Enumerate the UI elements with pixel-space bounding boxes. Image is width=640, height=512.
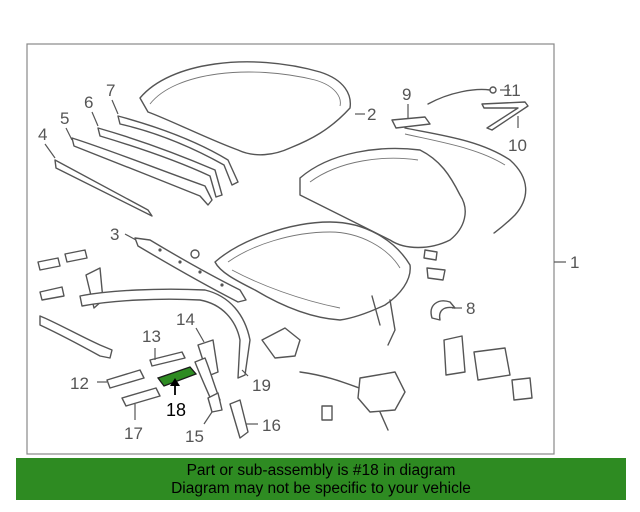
part-9-clip	[391, 116, 431, 129]
part-soft-top-cover	[299, 127, 527, 249]
part-11-rail	[427, 86, 497, 105]
pump-units	[443, 335, 533, 401]
callout-14: 14	[176, 310, 195, 329]
callout-8: 8	[466, 299, 475, 318]
part-16	[229, 399, 249, 439]
part-7-strip	[117, 115, 239, 186]
part-5-strip	[71, 137, 213, 206]
part-6-strip	[97, 127, 223, 198]
leaders	[44, 89, 519, 425]
small-parts-left	[37, 249, 251, 379]
callout-18: 18	[166, 400, 186, 420]
banner-line-1: Part or sub-assembly is #18 in diagram	[186, 462, 456, 479]
callout-16: 16	[262, 416, 281, 435]
part-2-top-panel	[139, 61, 352, 156]
parts-diagram: 1 2 3 4 5 6 7 8 9 10 11 12 13 14 15 16 1…	[26, 43, 579, 455]
part-15	[207, 392, 223, 413]
part-12	[106, 369, 145, 389]
small-bracket	[423, 249, 438, 261]
callout-3: 3	[110, 225, 119, 244]
grommet	[190, 249, 200, 259]
callout-2: 2	[367, 105, 376, 124]
callout-15: 15	[185, 427, 204, 446]
callout-11: 11	[503, 81, 521, 100]
arrow-18	[170, 378, 180, 386]
callout-1: 1	[570, 253, 579, 272]
callout-17: 17	[124, 424, 143, 443]
part-3-bow	[134, 237, 247, 303]
latch-piece	[426, 267, 446, 281]
part-13	[149, 351, 186, 367]
callout-6: 6	[84, 93, 93, 112]
callout-5: 5	[60, 109, 69, 128]
part-10-rod	[481, 101, 529, 131]
banner-line-2: Diagram may not be specific to your vehi…	[171, 480, 471, 497]
hydraulic-assembly	[261, 327, 406, 431]
callout-10: 10	[508, 136, 527, 155]
callout-12: 12	[70, 374, 89, 393]
info-banner: Part or sub-assembly is #18 in diagram D…	[16, 458, 626, 500]
callout-7: 7	[106, 81, 115, 100]
part-18-highlighted	[156, 366, 198, 387]
part-1-frame-mechanism	[214, 221, 411, 346]
callout-4: 4	[38, 125, 47, 144]
callout-9: 9	[402, 85, 411, 104]
part-17	[121, 387, 161, 407]
part-4-strip	[54, 159, 153, 217]
diagram-canvas: 1 2 3 4 5 6 7 8 9 10 11 12 13 14 15 16 1…	[26, 43, 579, 455]
callout-13: 13	[142, 327, 161, 346]
callout-19: 19	[252, 376, 271, 395]
